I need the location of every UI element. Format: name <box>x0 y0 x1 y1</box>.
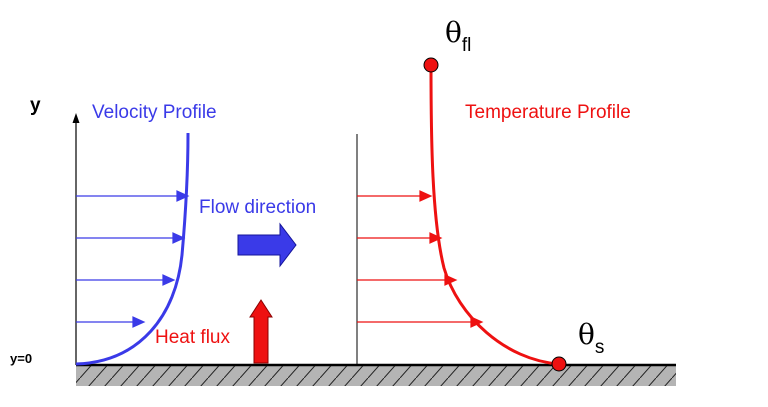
theta-fluid-symbol: θ <box>445 16 462 49</box>
temperature-arrowhead-1 <box>419 190 433 202</box>
temperature-profile-curve <box>429 64 560 366</box>
velocity-profile-curve <box>75 132 190 366</box>
velocity-arrowhead-4 <box>132 316 146 328</box>
theta-surface-point <box>551 356 567 372</box>
velocity-profile-title: Velocity Profile <box>92 102 217 123</box>
heat-flux-arrow-icon <box>249 299 273 364</box>
theta-fluid-point <box>423 57 439 73</box>
temperature-arrowhead-4 <box>470 316 484 328</box>
velocity-arrowhead-3 <box>162 274 176 286</box>
heat-flux-label: Heat flux <box>155 327 230 348</box>
theta-fluid-label: θfl <box>445 16 471 56</box>
theta-surface-symbol: θ <box>578 318 595 351</box>
velocity-arrowhead-1 <box>176 190 190 202</box>
flow-direction-label: Flow direction <box>199 197 316 218</box>
wall-hatched <box>76 366 676 386</box>
temperature-arrows <box>357 190 484 328</box>
temperature-arrowhead-3 <box>444 274 458 286</box>
flow-direction-arrow-icon <box>237 222 297 268</box>
velocity-arrows <box>76 190 190 328</box>
y-zero-label: y=0 <box>10 351 32 366</box>
temperature-arrowhead-2 <box>429 232 443 244</box>
theta-fluid-subscript: fl <box>462 35 472 56</box>
y-axis-label: y <box>30 95 41 116</box>
y-axis-arrowhead <box>72 113 80 123</box>
temperature-profile-title: Temperature Profile <box>465 102 631 123</box>
theta-surface-label: θs <box>578 318 604 358</box>
theta-surface-subscript: s <box>595 337 605 358</box>
velocity-arrowhead-2 <box>172 232 186 244</box>
